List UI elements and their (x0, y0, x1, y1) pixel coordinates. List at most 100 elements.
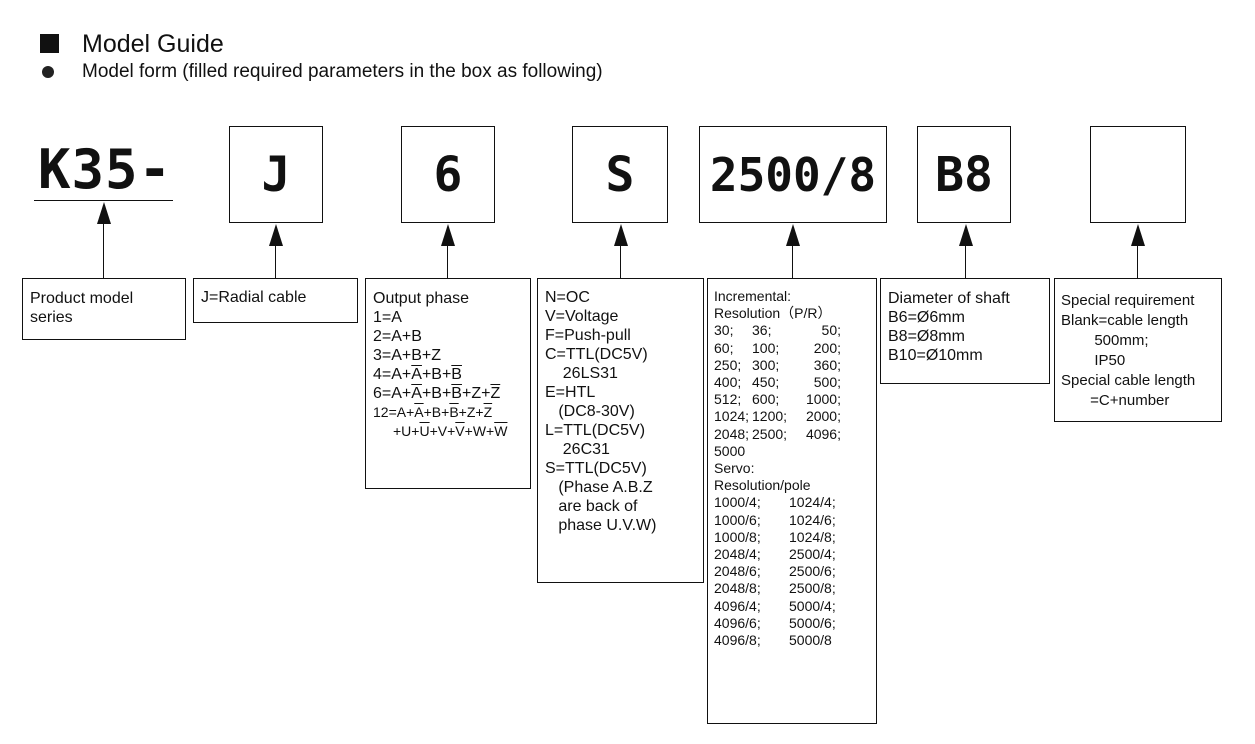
arrow-up-icon (97, 202, 111, 224)
resolution-value: 60; (714, 339, 734, 356)
resolution-value: 1000; (805, 391, 841, 408)
resolution-value: 30; (714, 322, 734, 339)
incremental-label: Incremental: (714, 288, 792, 304)
arrow-up-icon (441, 224, 455, 246)
resolution-value: 300; (752, 356, 780, 373)
output-type-line: (Phase A.B.Z (545, 479, 653, 496)
arrow-up-icon (269, 224, 283, 246)
output-type-line: are back of (545, 498, 638, 515)
arrow-up-icon (959, 224, 973, 246)
resolution-value: 360; (813, 356, 841, 373)
shaft-line: Diameter of shaft (888, 290, 1010, 307)
resolution-value: 2000; (805, 408, 841, 425)
arrow-up-icon (786, 224, 800, 246)
output-type-line: N=OC (545, 289, 590, 306)
resolution-value: 512; (714, 391, 742, 408)
resolution-value: 4096; (805, 425, 841, 442)
servo-value: 1024/4; (789, 494, 836, 511)
resolution-value: 2500; (752, 425, 788, 442)
output-type-box: N=OC V=Voltage F=Push-pull C=TTL(DC5V) 2… (537, 278, 704, 583)
output-phase-formula-12a: 12=A+A+B+B+Z+Z (373, 404, 493, 420)
model-guide-square-icon (40, 34, 59, 53)
servo-value: 5000/4; (789, 597, 836, 614)
resolution-value: 50; (821, 322, 841, 339)
servo-value: 2048/6; (714, 563, 761, 580)
resolution-value: 450; (752, 374, 780, 391)
resolution-value: 1200; (752, 408, 788, 425)
servo-value: 2048/8; (714, 580, 761, 597)
output-type-line: L=TTL(DC5V) (545, 422, 646, 439)
cable-line: J=Radial cable (201, 289, 307, 306)
resolution-value (799, 443, 841, 460)
output-type-line: (DC8-30V) (545, 403, 635, 420)
shaft-line: B10=Ø10mm (888, 347, 983, 364)
output-phase-formula-4: 4=A+A+B+B (373, 366, 462, 383)
servo-sub: Resolution/pole (714, 477, 811, 494)
connector-line-product (103, 222, 104, 278)
output-phase-formula-12b: +U+U+V+V+W+W (393, 423, 508, 439)
output-phase-line: Output phase (373, 290, 470, 307)
output-type-line: E=HTL (545, 384, 596, 401)
servo-value: 1000/6; (714, 511, 761, 528)
connector-line-special (1137, 245, 1138, 278)
servo-value: 5000/6; (789, 614, 836, 631)
incremental-sub: Resolution（P/R） (714, 305, 832, 322)
connector-line-output-phase (447, 245, 448, 278)
product-line: series (30, 309, 73, 326)
connector-line-resolution (792, 245, 793, 278)
connector-line-shaft (965, 245, 966, 278)
servo-value: 4096/4; (714, 597, 761, 614)
servo-value: 2048/4; (714, 546, 761, 563)
output-type-line: F=Push-pull (545, 327, 631, 344)
output-type-line: 26C31 (545, 441, 610, 458)
shaft-box: Diameter of shaft B6=Ø6mm B8=Ø8mm B10=Ø1… (880, 278, 1050, 384)
output-phase-box: Output phase 1=A 2=A+B 3=A+B+Z 4=A+A+B+B… (365, 278, 531, 489)
shaft-line: B6=Ø6mm (888, 309, 965, 326)
servo-value: 1000/8; (714, 528, 761, 545)
servo-value: 2500/4; (789, 546, 836, 563)
special-line: =C+number (1061, 392, 1170, 409)
bullet-dot-icon (42, 66, 54, 78)
code-box-resolution: 2500/8 (699, 126, 887, 223)
output-phase-formula-6: 6=A+A+B+B+Z+Z (373, 385, 501, 402)
special-line: 500mm; (1061, 332, 1149, 349)
output-type-line: 26LS31 (545, 365, 618, 382)
code-box-output-phase: 6 (401, 126, 495, 223)
code-box-cable: J (229, 126, 323, 223)
servo-label: Servo: (714, 460, 755, 477)
special-line: Special requirement (1061, 292, 1195, 309)
servo-value: 5000/8 (789, 632, 832, 649)
output-phase-line: 1=A (373, 309, 402, 326)
resolution-value: 5000 (714, 442, 746, 459)
output-type-line: phase U.V.W) (545, 517, 657, 534)
special-requirement-box: Special requirement Blank=cable length 5… (1054, 278, 1222, 422)
arrow-up-icon (614, 224, 628, 246)
product-model-box: Product model series (22, 278, 186, 340)
servo-values: 1000/4; 1024/4; 1000/6; 1024/6; 1000/8; … (714, 494, 870, 649)
resolution-value (752, 443, 799, 460)
connector-line-output-type (620, 245, 621, 278)
servo-value: 4096/6; (714, 614, 761, 631)
resolution-box: Incremental: Resolution（P/R） 30; 36; 50;… (707, 278, 877, 724)
resolution-value: 2048; (714, 425, 750, 442)
prefix-underline (34, 200, 173, 201)
section-subtitle: Model form (filled required parameters i… (82, 61, 603, 82)
resolution-value: 100; (752, 339, 780, 356)
servo-value: 2500/6; (789, 563, 836, 580)
resolution-value: 250; (714, 356, 742, 373)
resolution-value: 200; (813, 339, 841, 356)
resolution-value: 600; (752, 391, 780, 408)
resolution-value: 1024; (714, 408, 750, 425)
servo-value: 1024/8; (789, 528, 836, 545)
model-prefix: K35- (38, 138, 173, 201)
output-type-line: S=TTL(DC5V) (545, 460, 647, 477)
resolution-value: 500; (813, 374, 841, 391)
shaft-line: B8=Ø8mm (888, 328, 965, 345)
code-box-output-type: S (572, 126, 668, 223)
servo-value: 1024/6; (789, 511, 836, 528)
output-phase-line: 2=A+B (373, 328, 422, 345)
special-line: Special cable length (1061, 372, 1196, 389)
cable-box: J=Radial cable (193, 278, 358, 323)
special-line: IP50 (1061, 352, 1126, 369)
product-line: Product model (30, 290, 134, 307)
